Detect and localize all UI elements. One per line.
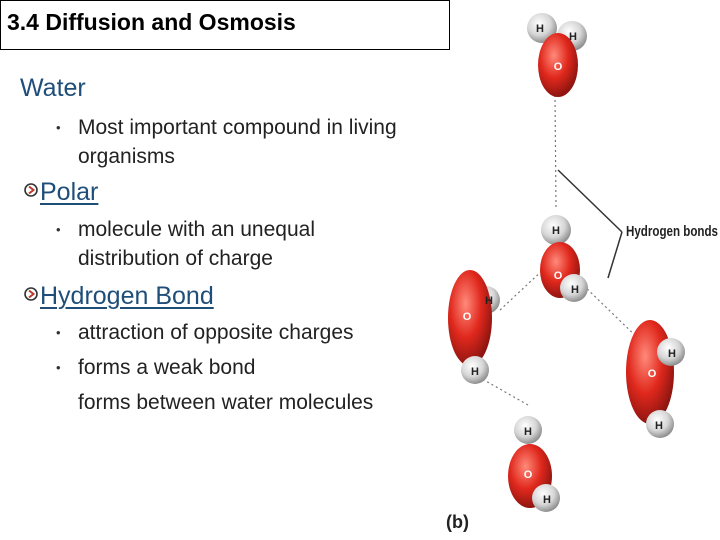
hydrogen-bonds-callout: Hydrogen bonds <box>626 223 718 240</box>
bullet-dot-icon: • <box>56 120 61 135</box>
title-box: 3.4 Diffusion and Osmosis <box>0 0 450 50</box>
bullet-dot-icon: • <box>56 360 61 375</box>
heading-polar-label: Polar <box>40 178 99 206</box>
arrow-bullet-icon <box>24 287 38 301</box>
svg-text:H: H <box>571 284 579 296</box>
svg-text:H: H <box>543 494 551 506</box>
bullet-dot-icon: • <box>56 325 61 340</box>
svg-text:H: H <box>655 420 663 432</box>
hbond-line-left <box>499 267 546 311</box>
svg-text:H: H <box>485 295 493 307</box>
water-molecule-bottom <box>508 416 560 512</box>
svg-text:O: O <box>524 469 533 481</box>
bullet-dot-icon: • <box>56 222 61 237</box>
slide-title: 3.4 Diffusion and Osmosis <box>7 9 296 35</box>
svg-text:H: H <box>524 426 532 438</box>
callout-lines <box>557 169 623 279</box>
panel-label: (b) <box>446 512 469 532</box>
heading-hydrogen-bond-label: Hydrogen Bond <box>40 282 214 310</box>
bullet-hbond-3-text: forms between water molecules <box>78 391 374 414</box>
svg-text:H: H <box>569 31 577 43</box>
bullet-water-1-text: Most important compound in living organi… <box>78 116 397 168</box>
bullet-hbond-3: • forms between water molecules <box>78 388 423 417</box>
water-molecule-right <box>626 320 685 438</box>
svg-text:O: O <box>554 270 563 282</box>
water-molecule-center <box>540 215 588 302</box>
heading-water: Water <box>20 74 86 103</box>
water-molecule-diagram: H H O H O H H O H H O H H O H Hydrogen b… <box>446 13 718 532</box>
hbond-line-top <box>554 94 557 209</box>
svg-text:H: H <box>668 348 676 360</box>
bullet-hbond-2: • forms a weak bond <box>56 353 418 382</box>
heading-hydrogen-bond: Hydrogen Bond <box>24 282 214 311</box>
heading-water-label: Water <box>20 74 86 102</box>
svg-text:O: O <box>463 311 472 323</box>
bullet-polar-1-text: molecule with an unequal distribution of… <box>78 218 315 270</box>
svg-text:O: O <box>554 61 563 73</box>
water-molecule-top <box>527 13 587 97</box>
bullet-water-1: • Most important compound in living orga… <box>56 113 408 171</box>
svg-text:O: O <box>648 368 657 380</box>
svg-text:H: H <box>552 225 560 237</box>
atom-labels: H H O H O H H O H H O H H O H <box>463 23 676 506</box>
heading-polar: Polar <box>24 178 98 207</box>
arrow-bullet-icon <box>24 183 38 197</box>
bullet-hbond-2-text: forms a weak bond <box>78 356 256 379</box>
bullet-hbond-1-text: attraction of opposite charges <box>78 321 354 344</box>
water-molecule-left <box>448 270 500 384</box>
bullet-polar-1: • molecule with an unequal distribution … <box>56 215 378 273</box>
svg-text:H: H <box>471 366 479 378</box>
svg-text:H: H <box>536 23 544 35</box>
bullet-hbond-1: • attraction of opposite charges <box>56 318 418 347</box>
